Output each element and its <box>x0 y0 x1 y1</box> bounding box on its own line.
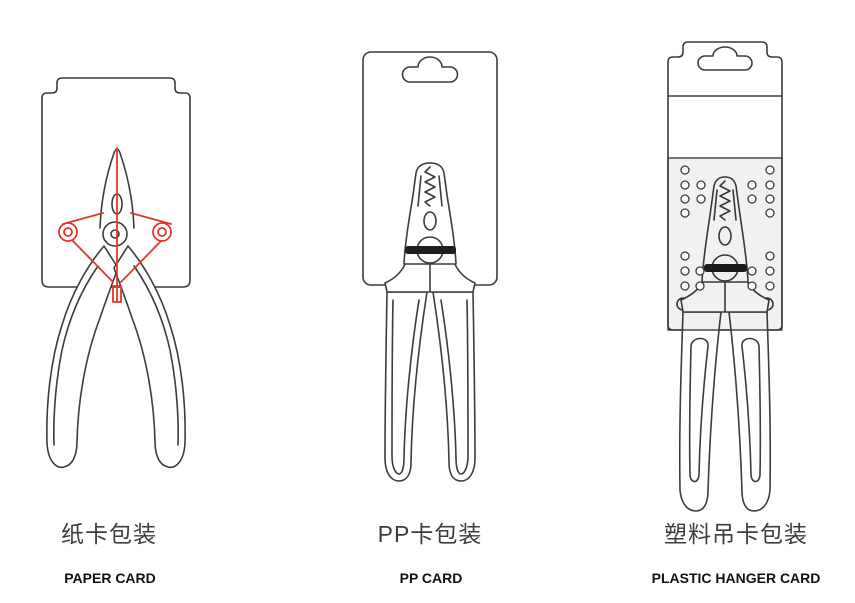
right-handle-cutout <box>741 337 762 483</box>
paper-card-illustration <box>41 77 191 469</box>
vent-hole <box>765 251 775 261</box>
left-handle <box>678 311 722 512</box>
vent-hole <box>695 266 705 276</box>
vent-hole <box>696 194 706 204</box>
combination-pliers <box>676 176 774 512</box>
jaw-bevel-lines <box>713 189 737 221</box>
right-handle <box>113 245 186 469</box>
vent-hole <box>747 281 757 291</box>
left-handle <box>46 245 119 469</box>
pivot <box>102 221 128 247</box>
vent-hole <box>680 281 690 291</box>
right-handle <box>728 311 772 512</box>
clamp-right-eyelet-hole <box>157 227 167 237</box>
plastic-hanger-card-illustration <box>667 41 783 512</box>
left-handle-grip-line <box>53 265 99 446</box>
packaging-illustrations <box>41 41 783 512</box>
hang-slot <box>697 46 753 71</box>
jaw-bevel-lines <box>417 175 443 207</box>
needle-nose-pliers <box>46 148 186 469</box>
vent-hole <box>747 180 757 190</box>
paper-card-clamp <box>58 147 172 303</box>
hang-slot <box>401 56 459 83</box>
vent-hole <box>747 266 757 276</box>
right-handle <box>432 291 476 482</box>
jaw-serration <box>424 166 436 207</box>
vent-hole <box>680 165 690 175</box>
vent-hole <box>765 208 775 218</box>
paper-card-title-en: PAPER CARD <box>64 570 156 586</box>
vent-hole <box>765 194 775 204</box>
paper-card-outline <box>41 77 191 288</box>
clamp-left-arm <box>62 212 114 283</box>
retaining-band <box>704 264 747 272</box>
pivot-rivet <box>110 229 120 239</box>
jaw <box>403 162 457 265</box>
vent-hole <box>695 281 705 291</box>
vent-hole <box>696 180 706 190</box>
clamp-right-eyelet <box>152 222 172 242</box>
left-handle-grip-line <box>391 299 420 475</box>
hanger-card-title-en: PLASTIC HANGER CARD <box>651 570 821 586</box>
vent-hole <box>680 251 690 261</box>
vent-hole <box>680 208 690 218</box>
right-handle-grip-line <box>440 299 469 475</box>
vent-hole <box>765 266 775 276</box>
pp-card-title-en: PP CARD <box>399 570 463 586</box>
vent-hole <box>765 281 775 291</box>
hanger-card-title-zh: 塑料吊卡包装 <box>664 521 808 547</box>
left-handle <box>384 291 428 482</box>
retaining-band <box>405 246 456 254</box>
vent-hole <box>765 180 775 190</box>
cutting-edge-slot <box>718 226 732 246</box>
combination-pliers <box>384 162 476 482</box>
clamp-tab <box>112 285 122 303</box>
cutting-edge-slot <box>423 211 437 231</box>
jaw-serration <box>719 180 731 221</box>
paper-card-title-zh: 纸卡包装 <box>61 521 157 547</box>
vent-hole <box>747 194 757 204</box>
right-handle-grip-line <box>133 265 179 446</box>
blister-vent-holes <box>680 165 775 291</box>
left-handle-cutout <box>688 337 709 483</box>
vent-hole <box>765 165 775 175</box>
vent-hole <box>680 180 690 190</box>
vent-hole <box>680 194 690 204</box>
jaw <box>701 176 749 283</box>
pp-card-illustration <box>362 51 498 482</box>
clamp-left-eyelet-hole <box>63 227 73 237</box>
clamp-right-arm <box>120 212 172 283</box>
clamp-left-eyelet <box>58 222 78 242</box>
vent-hole <box>680 266 690 276</box>
pp-card-title-zh: PP卡包装 <box>377 521 483 547</box>
